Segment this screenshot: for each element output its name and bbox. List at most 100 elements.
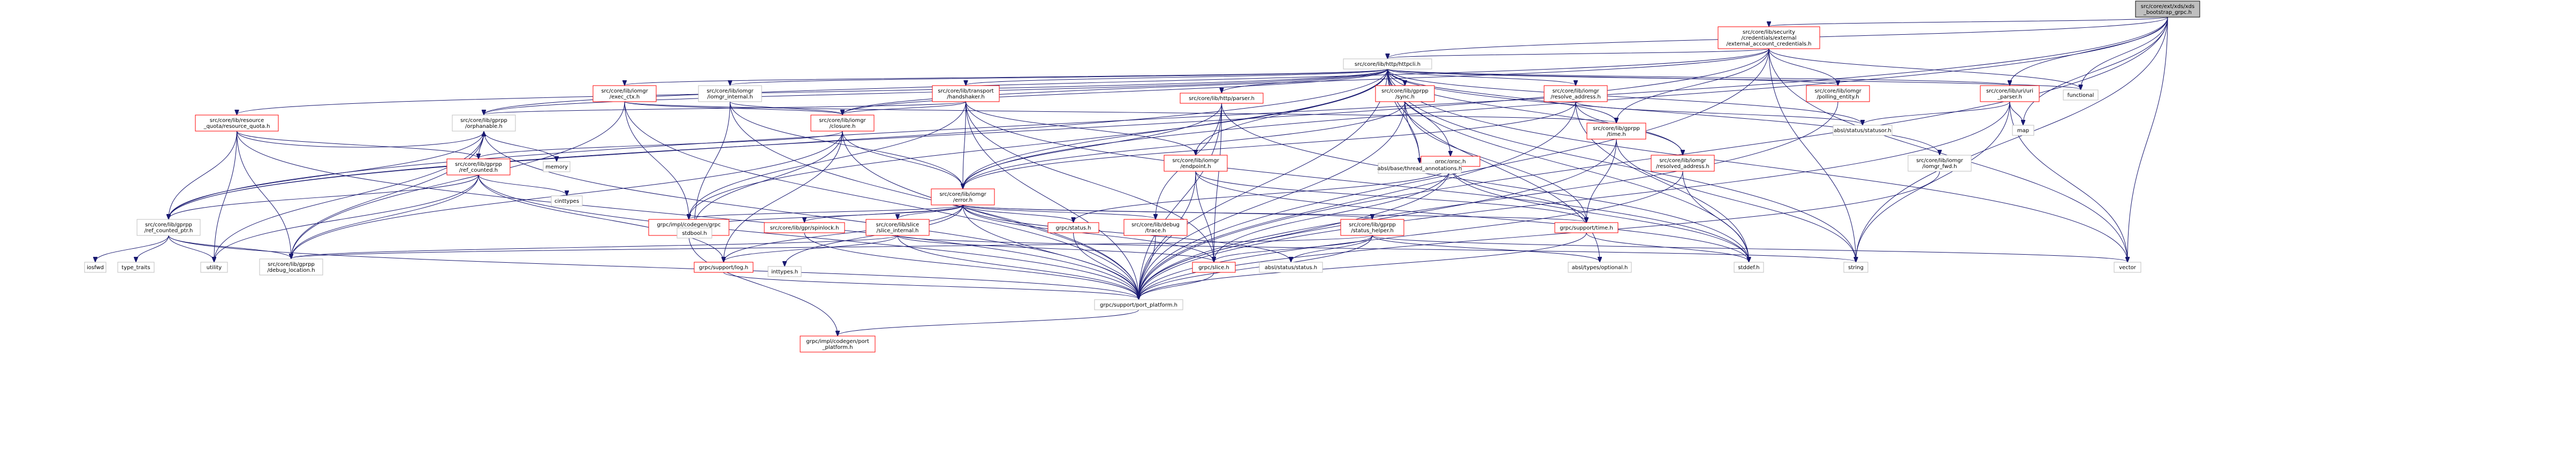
dependency-edge	[962, 204, 1214, 262]
node-label: /slice_internal.h	[877, 228, 919, 234]
graph-node[interactable]: src/core/lib/transport/handshaker.h	[932, 85, 1000, 102]
graph-node[interactable]: src/core/lib/resource_quota/resource_quo…	[195, 115, 279, 132]
dependency-edge	[962, 204, 1139, 299]
node-label: src/core/lib/iomgr	[1172, 158, 1219, 164]
graph-node[interactable]: absl/types/optional.h	[1568, 262, 1632, 273]
graph-node[interactable]: utility	[200, 262, 228, 273]
graph-node[interactable]: stdbool.h	[677, 227, 712, 239]
graph-node[interactable]: inttypes.h	[768, 266, 802, 277]
graph-node[interactable]: src/core/lib/gprpp/sync.h	[1375, 85, 1435, 102]
dependency-edge	[1387, 68, 1863, 125]
graph-node[interactable]: iosfwd	[84, 262, 107, 273]
graph-node[interactable]: src/core/lib/gprpp/time.h	[1586, 123, 1646, 140]
node-label: string	[1848, 265, 1864, 271]
dependency-edge	[898, 204, 963, 219]
dependency-edge	[804, 232, 1139, 299]
graph-node[interactable]: functional	[2063, 89, 2099, 101]
graph-node[interactable]: src/core/lib/iomgr/resolve_address.h	[1544, 85, 1608, 102]
graph-node[interactable]: src/core/lib/security/credentials/extern…	[1718, 26, 1820, 49]
graph-node[interactable]: type_traits	[117, 262, 155, 273]
node-label: grpc/support/port_platform.h	[1100, 302, 1177, 308]
dependency-edge	[625, 68, 1388, 85]
dependency-edge	[688, 235, 838, 335]
dependency-edge	[695, 101, 731, 227]
graph-node[interactable]: src/core/lib/gprpp/ref_counted.h	[446, 158, 511, 176]
graph-node[interactable]: src/core/lib/uri/uri_parser.h	[1980, 85, 2040, 102]
dependency-edge	[730, 101, 963, 188]
dependency-edge	[1139, 101, 1576, 299]
graph-node[interactable]: src/core/lib/debug/trace.h	[1123, 219, 1188, 236]
dependency-edge	[291, 174, 479, 258]
graph-node[interactable]: src/core/lib/iomgr/iomgr_internal.h	[698, 85, 762, 102]
graph-node[interactable]: string	[1843, 262, 1868, 273]
graph-node[interactable]: src/core/lib/http/parser.h	[1180, 93, 1264, 104]
node-label: /debug_location.h	[267, 268, 315, 273]
dependency-edge	[237, 131, 479, 158]
graph-node[interactable]: stddef.h	[1734, 262, 1764, 273]
dependency-edge	[478, 174, 1139, 299]
graph-node[interactable]: src/core/lib/iomgr/resolved_address.h	[1651, 155, 1715, 172]
graph-node[interactable]: vector	[2114, 262, 2141, 273]
dependency-edge	[689, 101, 966, 219]
graph-node[interactable]: src/core/lib/iomgr/exec_ctx.h	[592, 85, 657, 102]
graph-node[interactable]: absl/base/thread_annotations.h	[1378, 163, 1462, 174]
graph-node[interactable]: src/core/lib/gprpp/status_helper.h	[1340, 219, 1404, 236]
dependency-edge	[1291, 235, 1373, 262]
node-box	[1843, 262, 1868, 273]
graph-node[interactable]: cinttypes	[551, 195, 583, 207]
node-label: grpc/slice.h	[1198, 265, 1229, 271]
dependency-edge	[1139, 68, 1388, 299]
graph-node[interactable]: src/core/lib/iomgr/error.h	[931, 188, 995, 205]
dependency-edge	[1768, 48, 1856, 262]
node-box	[1047, 222, 1099, 233]
graph-node[interactable]: src/core/lib/iomgr/closure.h	[810, 115, 875, 132]
dependency-edge	[95, 235, 169, 262]
node-label: src/core/lib/gprpp	[1349, 222, 1396, 228]
node-box	[1908, 155, 1972, 172]
dependency-edge	[1586, 232, 1749, 262]
graph-node[interactable]: src/core/lib/iomgr/polling_entity.h	[1806, 85, 1870, 102]
graph-node[interactable]: absl/status/status.h	[1259, 262, 1323, 273]
graph-node[interactable]: src/core/lib/gprpp/orphanable.h	[452, 115, 516, 132]
graph-node[interactable]: grpc/support/port_platform.h	[1094, 299, 1183, 310]
graph-node[interactable]: src/core/ext/xds/xds_bootstrap_grpc.h	[2135, 1, 2200, 18]
graph-node[interactable]: absl/status/statusor.h	[1833, 125, 1893, 136]
graph-node[interactable]: grpc/impl/codegen/port_platform.h	[800, 335, 876, 353]
dependency-edge	[1372, 235, 2127, 262]
graph-node[interactable]: src/core/lib/iomgr/iomgr_fwd.h	[1908, 155, 1972, 172]
dependency-edge	[1195, 171, 1586, 222]
graph-node[interactable]: src/core/lib/gprpp/debug_location.h	[259, 258, 323, 276]
dependency-edge	[169, 17, 2168, 219]
dependency-edge	[723, 272, 1139, 299]
graph-node[interactable]: grpc/slice.h	[1192, 262, 1236, 273]
dependency-edge	[897, 235, 1139, 299]
dependency-edge	[963, 101, 1405, 188]
node-box	[1544, 85, 1608, 102]
node-box	[2135, 1, 2200, 18]
node-box	[1123, 219, 1188, 236]
node-label: src/core/lib/gprpp	[145, 222, 192, 228]
node-label: /resolve_address.h	[1551, 94, 1600, 100]
dependency-edge	[2023, 17, 2168, 125]
graph-node[interactable]: map	[2012, 125, 2034, 136]
dependency-edge	[214, 131, 484, 262]
node-box	[84, 262, 107, 273]
dependency-edge	[1586, 139, 1617, 222]
node-box	[259, 258, 323, 276]
dependency-edge	[1404, 101, 1420, 163]
graph-node[interactable]: src/core/lib/gprpp/ref_counted_ptr.h	[136, 219, 201, 236]
graph-node[interactable]: grpc/status.h	[1047, 222, 1099, 233]
graph-node[interactable]: src/core/lib/gpr/spinlock.h	[764, 222, 845, 233]
graph-node[interactable]: memory	[543, 161, 571, 172]
graph-node[interactable]: src/core/lib/iomgr/endpoint.h	[1164, 155, 1228, 172]
node-label: /ref_counted_ptr.h	[145, 228, 193, 234]
graph-node[interactable]: grpc/support/log.h	[694, 262, 754, 273]
dependency-edge	[730, 101, 842, 115]
graph-node[interactable]: grpc/support/time.h	[1554, 222, 1618, 233]
dependency-edge	[1387, 68, 2128, 262]
dependency-edge	[842, 101, 966, 115]
dependency-edge	[962, 204, 1156, 219]
graph-node[interactable]: src/core/lib/http/httpcli.h	[1343, 58, 1432, 70]
graph-node[interactable]: src/core/lib/slice/slice_internal.h	[865, 219, 930, 236]
